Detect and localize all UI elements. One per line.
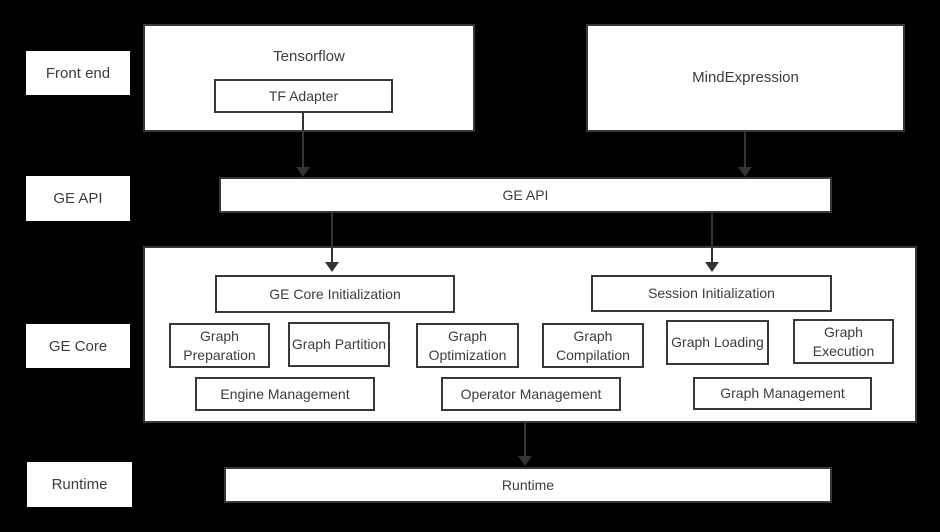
engine-management-label: Engine Management — [220, 385, 350, 402]
operator-management-box: Operator Management — [441, 377, 621, 411]
graph-loading-label: Graph Loading — [671, 334, 764, 351]
graph-partition-box: Graph Partition — [288, 322, 390, 367]
graph-loading-box: Graph Loading — [666, 320, 769, 365]
row-label-runtime: Runtime — [27, 462, 132, 507]
mindexpression-box: MindExpression — [586, 24, 905, 132]
graph-management-box: Graph Management — [693, 377, 872, 410]
ge-core-box: GE Core Initialization Session Initializ… — [143, 246, 917, 423]
graph-compilation-box: Graph Compilation — [542, 323, 644, 368]
graph-optimization-label: Graph Optimization — [428, 327, 507, 363]
ge-api-label: GE API — [502, 186, 549, 203]
runtime-label: Runtime — [501, 476, 555, 493]
engine-management-box: Engine Management — [195, 377, 375, 411]
runtime-bar: Runtime — [224, 467, 832, 503]
session-initialization-box: Session Initialization — [591, 275, 832, 312]
ge-core-initialization-box: GE Core Initialization — [215, 275, 455, 313]
arrow-ge-core-to-runtime — [518, 423, 532, 466]
tensorflow-label: Tensorflow — [273, 48, 345, 65]
ge-api-bar: GE API — [219, 177, 832, 213]
arrow-mindexpression-to-ge-api — [738, 131, 752, 177]
graph-execution-label: Graph Execution — [812, 323, 875, 359]
graph-preparation-label: Graph Preparation — [183, 327, 256, 363]
tf-adapter-box: TF Adapter — [214, 79, 393, 113]
mindexpression-label: MindExpression — [692, 68, 799, 86]
graph-management-label: Graph Management — [720, 385, 845, 402]
arrow-ge-api-to-ge-core-initialization — [325, 213, 339, 272]
graph-optimization-box: Graph Optimization — [416, 323, 519, 368]
row-label-front-end: Front end — [26, 51, 130, 95]
tf-adapter-label: TF Adapter — [268, 87, 339, 104]
session-initialization-label: Session Initialization — [648, 285, 775, 302]
graph-execution-box: Graph Execution — [793, 319, 894, 364]
graph-partition-label: Graph Partition — [291, 336, 387, 353]
graph-preparation-box: Graph Preparation — [169, 323, 270, 368]
row-label-ge-api: GE API — [26, 176, 130, 221]
ge-core-initialization-label: GE Core Initialization — [269, 285, 401, 302]
arrow-ge-api-to-session-initialization — [705, 213, 719, 272]
arrow-tf-adapter-to-ge-api — [296, 113, 310, 177]
tensorflow-box: Tensorflow TF Adapter — [143, 24, 475, 132]
graph-compilation-label: Graph Compilation — [556, 327, 630, 363]
operator-management-label: Operator Management — [460, 385, 602, 402]
row-label-ge-core: GE Core — [26, 324, 130, 368]
